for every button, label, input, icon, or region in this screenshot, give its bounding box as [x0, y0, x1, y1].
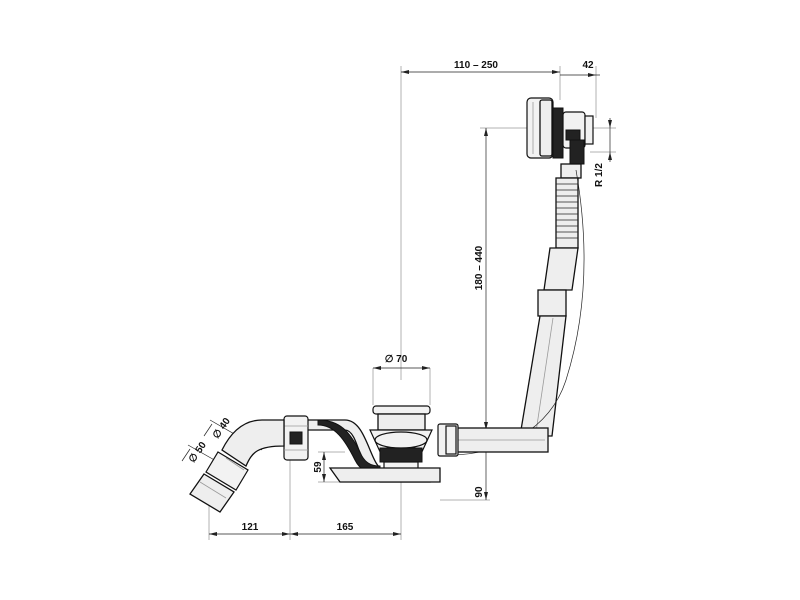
corrugated-hose	[555, 163, 582, 249]
dim-vertical-height: 180 – 440	[474, 245, 485, 290]
dim-overflow-depth: 42	[582, 60, 594, 71]
overflow-head	[526, 97, 594, 165]
dim-length-165: 165	[337, 522, 354, 533]
coupling-nut	[283, 415, 309, 461]
dim-pipe-50: ∅ 50	[187, 440, 209, 465]
dim-top-width: 110 – 250	[454, 60, 498, 71]
dim-thread: R 1/2	[594, 163, 605, 187]
dim-bottom-height: 90	[474, 486, 485, 498]
dim-length-121: 121	[242, 522, 259, 533]
vertical-overflow-pipe	[449, 169, 585, 456]
horizontal-connection	[437, 423, 549, 457]
trap-body	[299, 419, 441, 483]
dim-waste-diameter: ∅ 70	[385, 354, 408, 365]
elbow-pipe	[189, 419, 285, 513]
dim-trap-height: 59	[313, 461, 324, 473]
